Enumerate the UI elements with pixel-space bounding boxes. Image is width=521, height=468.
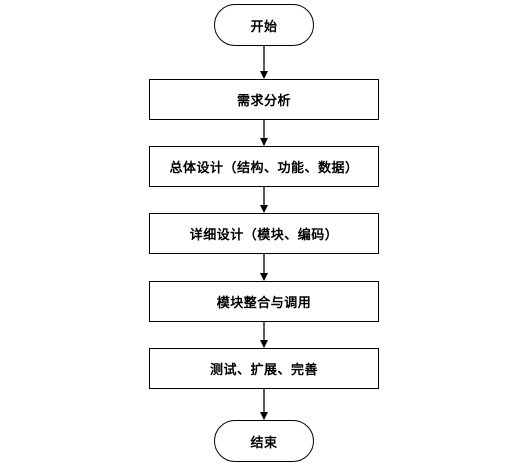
end-label: 结束 <box>250 435 278 451</box>
step-overall-design: 总体设计（结构、功能、数据） <box>149 146 379 187</box>
step-label: 模块整合与调用 <box>216 296 312 311</box>
start-terminal: 开始 <box>214 4 314 46</box>
step-label: 需求分析 <box>236 94 291 109</box>
step-detailed-design: 详细设计（模块、编码） <box>149 213 379 254</box>
step-label: 详细设计（模块、编码） <box>189 228 339 243</box>
step-requirements-analysis: 需求分析 <box>149 79 379 120</box>
step-module-integration: 模块整合与调用 <box>149 281 379 322</box>
step-testing-extension: 测试、扩展、完善 <box>149 348 379 389</box>
step-label: 总体设计（结构、功能、数据） <box>169 161 359 176</box>
start-label: 开始 <box>250 19 278 35</box>
end-terminal: 结束 <box>214 420 314 462</box>
step-label: 测试、扩展、完善 <box>209 363 318 378</box>
